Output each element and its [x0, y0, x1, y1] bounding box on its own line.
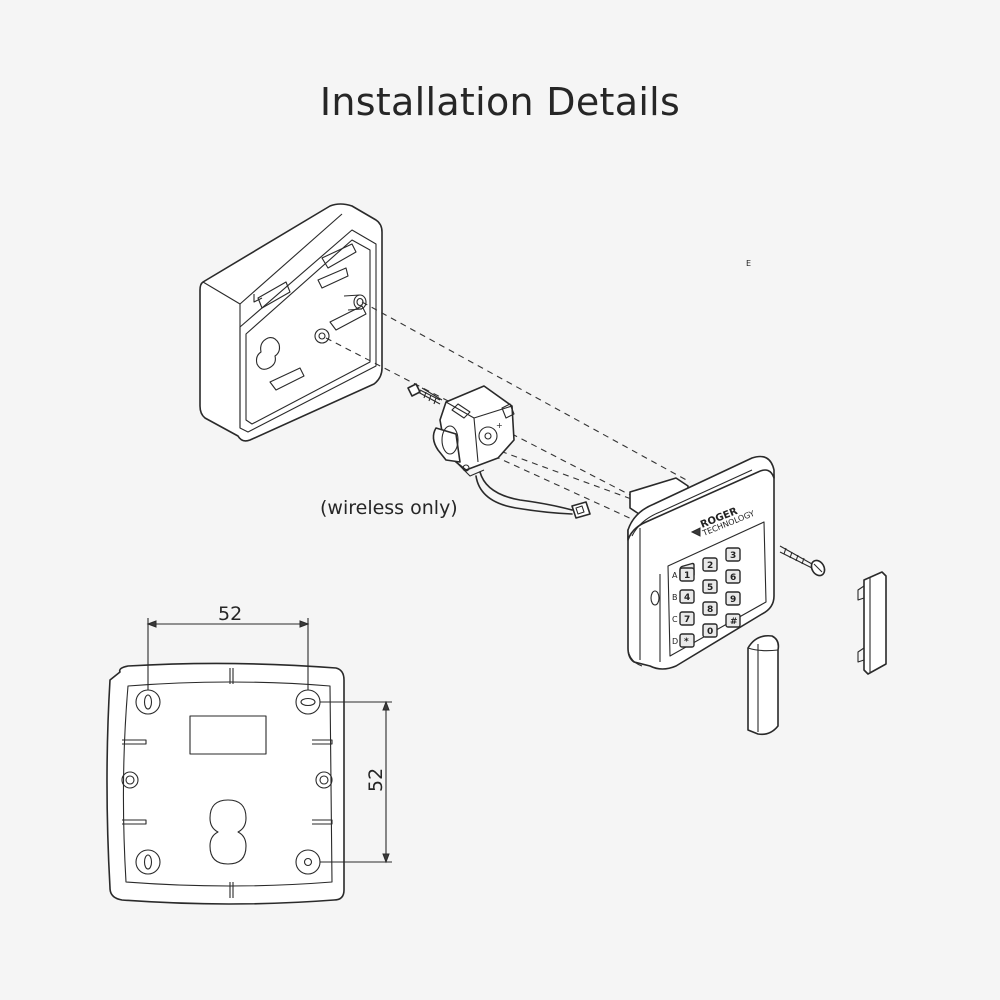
key-grid [679, 547, 741, 648]
key-4: 4 [684, 593, 690, 603]
dimension-height-label: 52 [365, 768, 387, 792]
back-box [199, 203, 383, 442]
row-label-d: D [672, 637, 678, 646]
svg-text:+: + [496, 421, 503, 430]
key-hash: # [730, 617, 738, 627]
wireless-module: + [407, 383, 591, 519]
dimension-height [320, 700, 392, 864]
key-1: 1 [684, 571, 690, 581]
bottom-insert [747, 634, 780, 736]
stray-mark: E [746, 259, 751, 268]
page-title: Installation Details [319, 80, 681, 124]
key-3: 3 [730, 551, 736, 561]
module-screw [407, 383, 443, 405]
key-5: 5 [707, 583, 713, 593]
row-label-a: A [672, 571, 678, 580]
key-7: 7 [684, 615, 690, 625]
key-8: 8 [707, 605, 713, 615]
dimension-width [146, 618, 310, 690]
row-label-c: C [672, 615, 678, 624]
key-6: 6 [730, 573, 736, 583]
plan-view [106, 662, 345, 905]
side-cover-strip [857, 571, 887, 675]
wireless-only-note: (wireless only) [320, 497, 458, 519]
key-2: 2 [707, 561, 713, 571]
dimension-width-label: 52 [218, 603, 242, 625]
key-9: 9 [730, 595, 736, 605]
row-label-b: B [672, 593, 678, 602]
keypad-unit: ROGER TECHNOLOGY A B C D [627, 455, 775, 670]
key-0: 0 [707, 627, 713, 637]
keypad-screw [779, 545, 826, 577]
key-star: * [684, 637, 689, 647]
